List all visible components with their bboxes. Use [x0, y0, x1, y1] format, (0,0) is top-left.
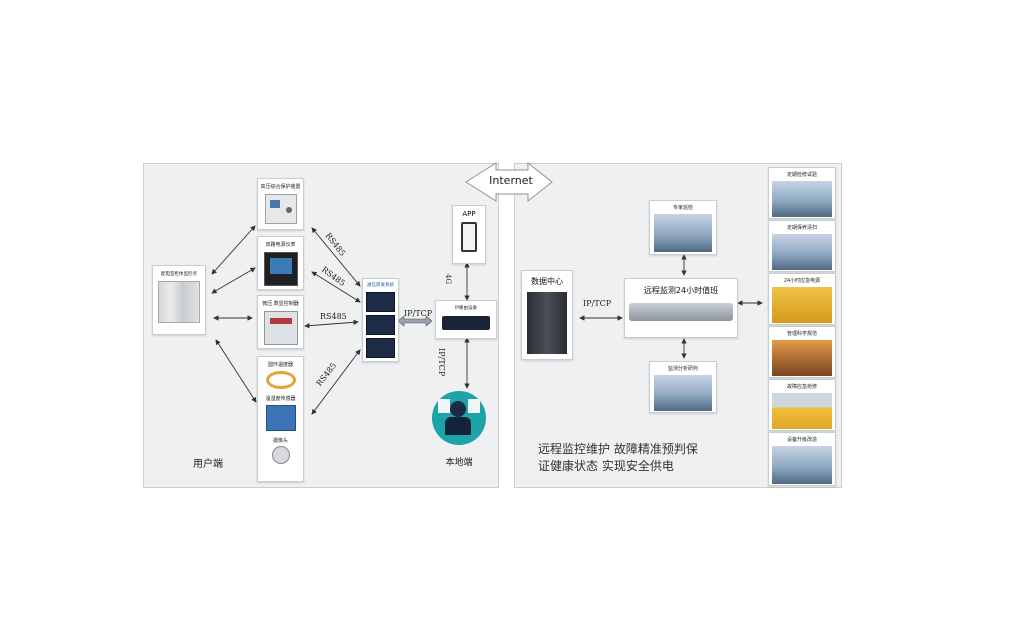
- service-label: 定期保养清扫: [786, 225, 817, 231]
- datacenter-image: [527, 292, 567, 354]
- duty-label: 远程监测24小时值班: [643, 286, 719, 295]
- meter-image: [263, 252, 298, 286]
- service-card: 故障应急抢修: [768, 379, 836, 431]
- service-photo: [772, 234, 832, 270]
- service-photo: [772, 181, 832, 217]
- user-side-title: 用户端: [193, 459, 223, 470]
- slogan-line-2: 证健康状态 实现安全供电: [538, 459, 674, 473]
- device-label: 圆环温度器: [267, 362, 293, 368]
- service-label: 设备升级改造: [786, 437, 817, 443]
- datacenter-label: 数据中心: [531, 277, 563, 286]
- device-label: 高压综合保护装置: [260, 184, 301, 190]
- rs485-label: RS485: [320, 312, 347, 321]
- device-label: 温湿度传感器: [265, 396, 296, 402]
- device-card-controller: 微压 数显控制器: [257, 295, 304, 349]
- router-card: IP路由设备: [435, 300, 497, 339]
- phone-icon: [461, 222, 477, 252]
- ring-sensor-image: [265, 371, 296, 389]
- app-card: APP: [452, 205, 486, 264]
- device-card-meter: 双路电源仪表: [257, 236, 304, 290]
- service-card: 设备升级改造: [768, 432, 836, 486]
- gateway-module: [366, 315, 395, 335]
- iptcp-label: IP/TCP: [404, 309, 433, 318]
- gateway-card: 通信转发系统: [362, 278, 399, 362]
- datacenter-card: 数据中心: [521, 270, 573, 360]
- device-label: 微压 数显控制器: [262, 301, 299, 307]
- service-label: 定期检修试验: [786, 172, 817, 178]
- humidity-sensor-image: [265, 405, 296, 431]
- device-label: 双路电源仪表: [265, 242, 296, 248]
- service-label: 24小时应急电源: [783, 278, 821, 284]
- local-label: 本地端: [445, 458, 473, 468]
- service-label: 故障应急抢修: [786, 384, 817, 390]
- expert-card: 专家巡检: [649, 200, 717, 255]
- service-photo: [772, 446, 832, 484]
- gateway-module: [366, 338, 395, 358]
- analysis-label: 监测分析研判: [667, 366, 698, 372]
- router-image: [442, 316, 490, 330]
- device-label: 摄像头: [272, 438, 288, 444]
- iptcp-label: IP/TCP: [437, 348, 446, 377]
- generator-image: [772, 287, 832, 323]
- device-group-card: 圆环温度器 温湿度传感器 摄像头: [257, 356, 304, 482]
- service-label: 管理科学规范: [786, 331, 817, 337]
- iptcp-label: IP/TCP: [583, 299, 612, 308]
- analysis-card: 监测分析研判: [649, 361, 717, 413]
- cabinet-label: 配电室柜体监控点: [161, 272, 197, 277]
- analysis-photo: [654, 375, 712, 411]
- service-card: 24小时应急电源: [768, 273, 836, 325]
- service-card: 定期检修试验: [768, 167, 836, 219]
- camera-icon: [271, 446, 290, 464]
- relay-image: [264, 194, 297, 224]
- duty-console-image: [629, 303, 733, 321]
- duty-card: 远程监测24小时值班: [624, 278, 738, 338]
- router-label: IP路由设备: [454, 306, 478, 311]
- gateway-label: 通信转发系统: [367, 283, 394, 288]
- internet-label: Internet: [489, 174, 533, 187]
- expert-photo: [654, 214, 712, 252]
- slogan-line-1: 远程监控维护 故障精准预判保: [538, 442, 698, 456]
- device-card-relay: 高压综合保护装置: [257, 178, 304, 230]
- controller-image: [263, 311, 298, 345]
- expert-label: 专家巡检: [672, 205, 693, 211]
- cabinet-card: 配电室柜体监控点: [152, 265, 206, 335]
- service-photo: [772, 340, 832, 376]
- app-label: APP: [462, 210, 476, 218]
- truck-image: [772, 393, 832, 429]
- 4g-label: 4G: [444, 274, 452, 285]
- service-card: 定期保养清扫: [768, 220, 836, 272]
- gateway-module: [366, 292, 395, 312]
- service-card: 管理科学规范: [768, 326, 836, 378]
- cabinet-image: [158, 281, 200, 323]
- local-operator-icon: [432, 391, 486, 445]
